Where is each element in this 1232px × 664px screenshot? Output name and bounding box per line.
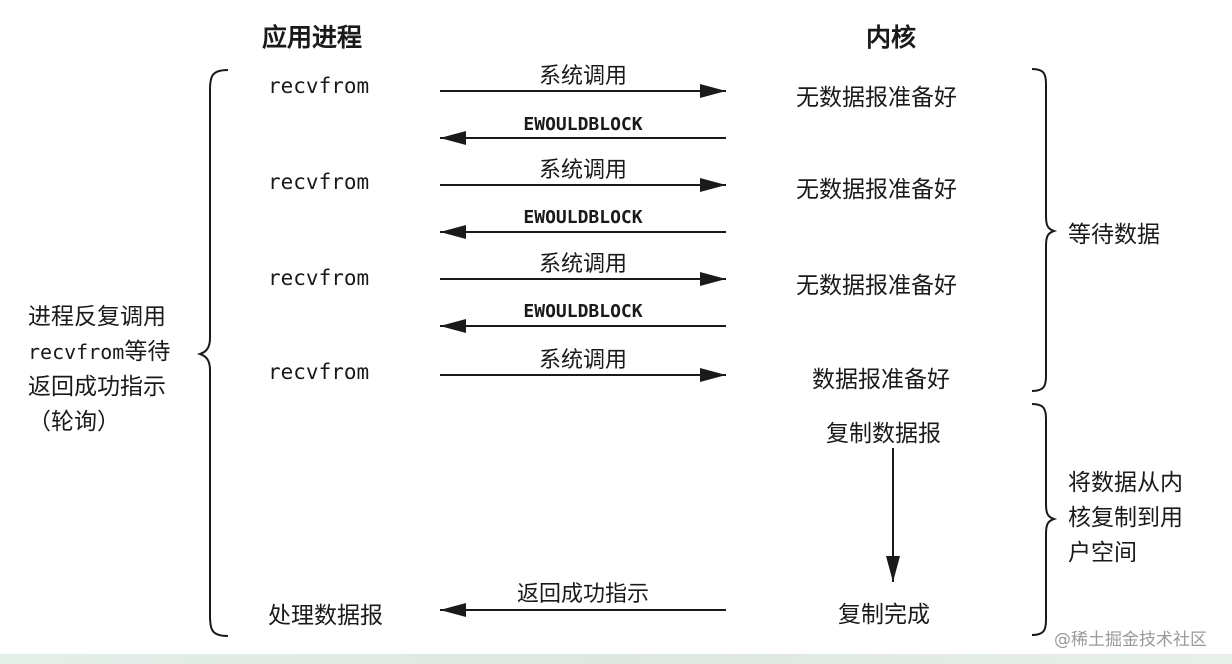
kernel-state: 无数据报准备好 bbox=[796, 273, 957, 299]
recvfrom-call: recvfrom bbox=[268, 170, 370, 194]
kernel-state: 无数据报准备好 bbox=[796, 85, 957, 111]
polling-note-line: 进程反复调用 bbox=[28, 304, 166, 330]
polling-note-recvfrom: recvfrom bbox=[28, 340, 125, 364]
recvfrom-call: recvfrom bbox=[268, 266, 370, 290]
return-success-label: 返回成功指示 bbox=[516, 582, 649, 607]
kernel-state: 无数据报准备好 bbox=[796, 177, 957, 203]
ewouldblock-label: EWOULDBLOCK bbox=[523, 114, 643, 135]
copy-datagram-label: 复制数据报 bbox=[826, 421, 941, 447]
app-process-header: 应用进程 bbox=[262, 23, 363, 52]
copy-phase-line: 核复制到用 bbox=[1068, 505, 1183, 531]
ewouldblock-label: EWOULDBLOCK bbox=[523, 207, 643, 228]
watermark: @稀土掘金技术社区 bbox=[1054, 630, 1207, 650]
copy-phase-line: 户空间 bbox=[1068, 540, 1137, 566]
copy-phase-line: 将数据从内 bbox=[1068, 470, 1183, 496]
recvfrom-call: recvfrom bbox=[268, 360, 370, 384]
polling-note: 进程反复调用 recvfrom等待 返回成功指示 （轮询） bbox=[28, 300, 203, 440]
polling-note-line: 返回成功指示 bbox=[28, 374, 166, 400]
polling-note-line: （轮询） bbox=[28, 409, 120, 435]
copy-phase-label: 将数据从内 核复制到用 户空间 bbox=[1068, 466, 1218, 571]
syscall-label: 系统调用 bbox=[538, 158, 627, 183]
wait-data-label: 等待数据 bbox=[1068, 222, 1160, 248]
left-brace bbox=[196, 69, 229, 637]
polling-note-wait: 等待 bbox=[124, 339, 171, 365]
process-datagram-label: 处理数据报 bbox=[268, 603, 383, 629]
syscall-label: 系统调用 bbox=[538, 252, 627, 277]
kernel-header: 内核 bbox=[866, 23, 917, 52]
syscall-label: 系统调用 bbox=[538, 64, 627, 89]
wait-brace bbox=[1031, 68, 1058, 392]
kernel-state-ready: 数据报准备好 bbox=[812, 367, 950, 393]
copy-brace bbox=[1031, 403, 1058, 636]
copy-done-label: 复制完成 bbox=[838, 602, 930, 628]
polling-note-line: recvfrom等待 bbox=[28, 335, 203, 370]
recvfrom-call: recvfrom bbox=[268, 74, 370, 98]
syscall-label: 系统调用 bbox=[538, 348, 627, 373]
ewouldblock-label: EWOULDBLOCK bbox=[523, 301, 643, 322]
bottom-strip bbox=[0, 654, 1232, 664]
